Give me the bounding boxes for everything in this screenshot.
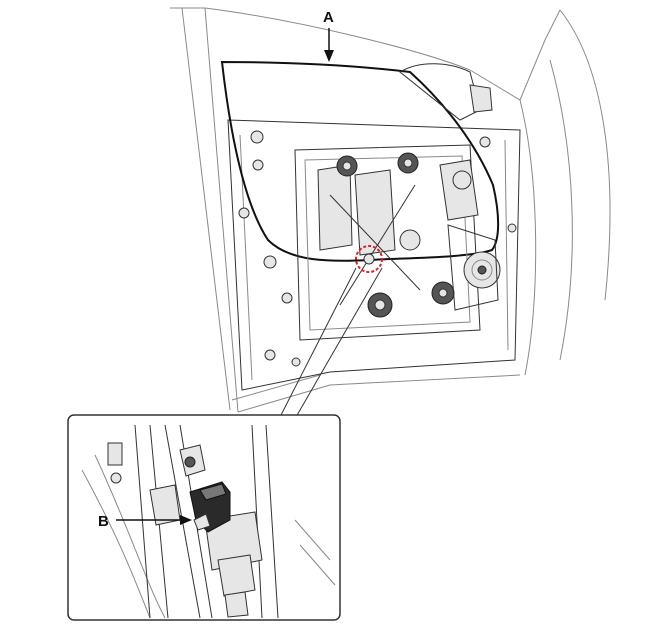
arrow-a-icon — [324, 28, 334, 62]
window-regulator — [294, 144, 501, 341]
label-b: B — [98, 513, 109, 530]
highlight-circle — [355, 245, 383, 273]
window-glass-outline — [220, 60, 500, 262]
label-a: A — [323, 9, 334, 26]
panel-holes — [238, 130, 517, 367]
detail-inset-content — [81, 424, 336, 619]
arrow-b-icon — [116, 515, 192, 525]
callout-leader — [279, 267, 383, 418]
